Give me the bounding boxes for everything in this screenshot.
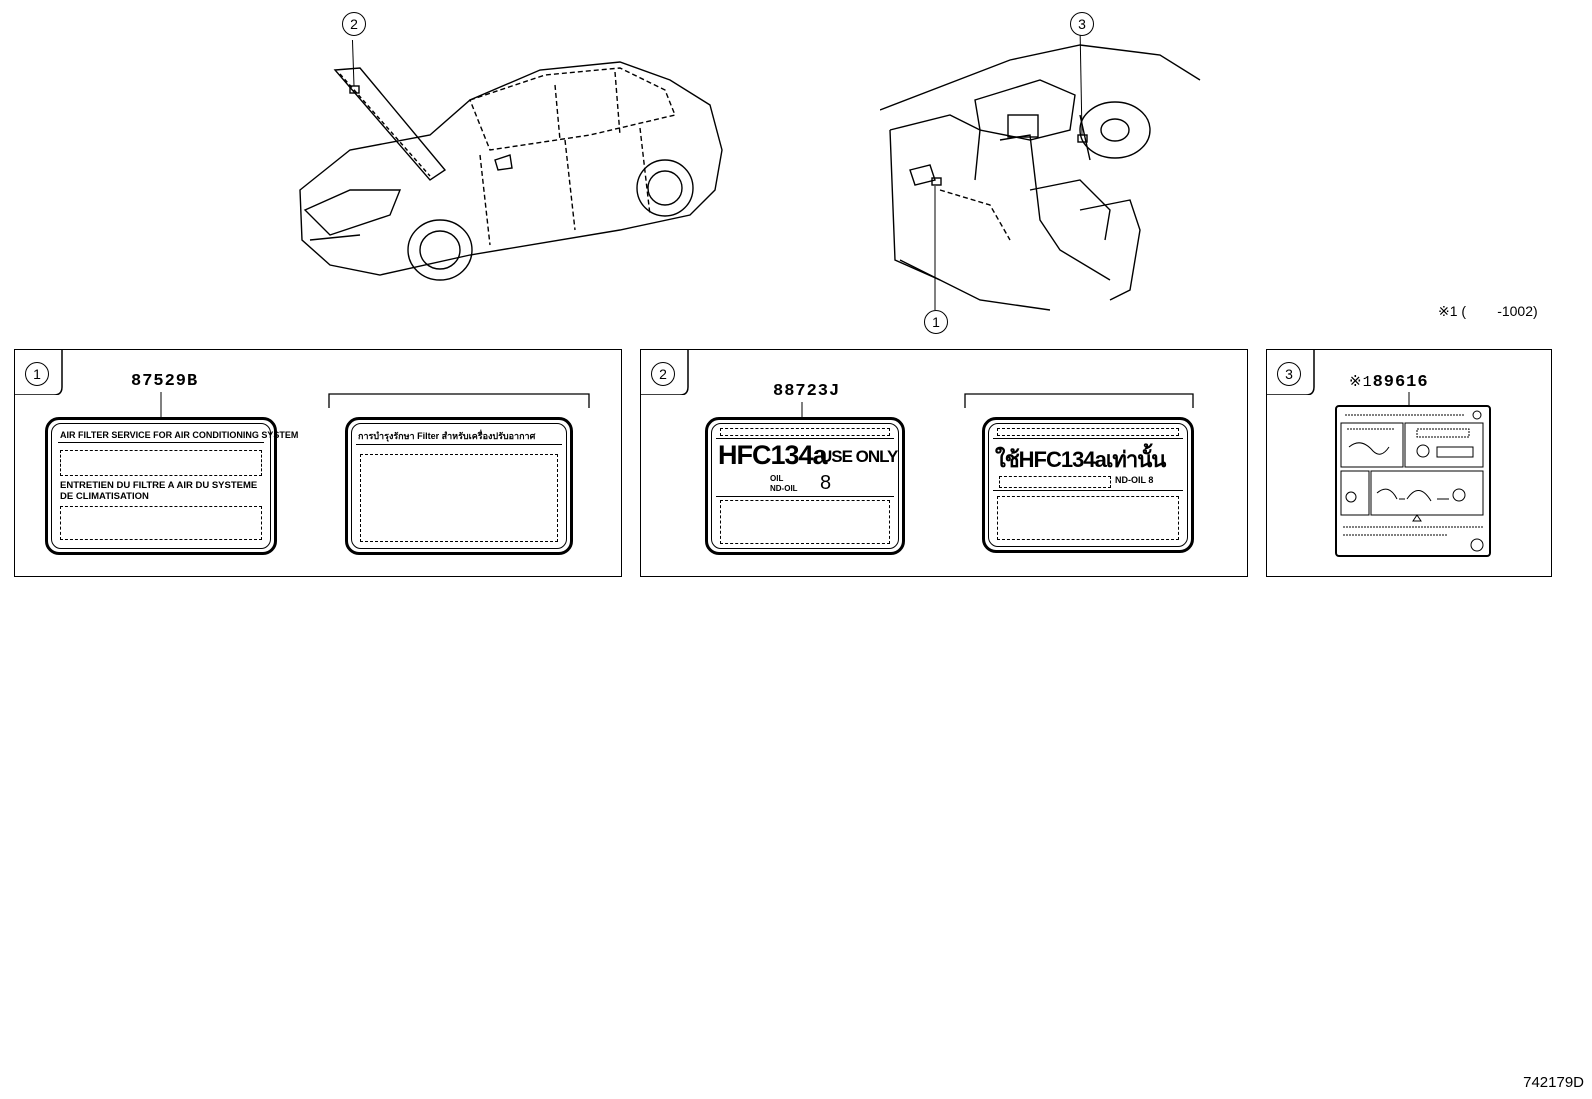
applicability-note: ※1 ( -1002) <box>1438 303 1538 320</box>
note-range: ( -1002) <box>1461 303 1538 319</box>
label-thai-title: การบำรุงรักษา Filter สำหรับเครื่องปรับอา… <box>358 431 536 441</box>
hfc-thai-main-text: ใช้HFC134aเท่านั้น <box>995 447 1166 472</box>
callout-3-interior: 3 <box>1070 12 1094 36</box>
figure-id: 742179D <box>1523 1074 1584 1091</box>
label-line-3: DE CLIMATISATION <box>60 491 149 502</box>
panel-number: 1 <box>25 362 49 386</box>
text-placeholder <box>720 428 890 436</box>
part-number: ※189616 <box>1349 372 1429 392</box>
nd-oil-thai: ND-OIL 8 <box>1115 475 1154 485</box>
oil-text: OIL <box>770 474 784 483</box>
bracket <box>964 393 1194 408</box>
hfc-main-text: HFC134a <box>718 440 828 470</box>
part-number: 87529B <box>131 372 199 391</box>
label-instruction <box>1335 405 1491 557</box>
bracket <box>328 393 590 408</box>
text-placeholder <box>360 454 558 542</box>
label-line-2: ENTRETIEN DU FILTRE A AIR DU SYSTEME <box>60 480 258 491</box>
label-line-1: AIR FILTER SERVICE FOR AIR CONDITIONING … <box>60 430 299 440</box>
text-placeholder <box>997 496 1179 540</box>
text-placeholder <box>997 428 1179 436</box>
label-english: AIR FILTER SERVICE FOR AIR CONDITIONING … <box>45 417 298 555</box>
note-mark: ※1 <box>1438 303 1458 319</box>
label-hfc-english: HFC134a USE ONLY OIL ND-OIL 8 <box>705 417 905 555</box>
leader-line <box>801 402 803 418</box>
applicability-mark: ※1 <box>1349 374 1373 391</box>
oil-number: 8 <box>820 472 832 494</box>
part-number-value: 89616 <box>1372 373 1429 392</box>
car-interior-illustration <box>880 25 1201 311</box>
instruction-graphics <box>1340 410 1484 552</box>
nd-oil-text: ND-OIL <box>770 484 798 493</box>
panel-number: 2 <box>651 362 675 386</box>
label-thai: การบำรุงรักษา Filter สำหรับเครื่องปรับอา… <box>345 417 573 555</box>
text-placeholder <box>60 450 262 476</box>
text-placeholder <box>720 500 890 544</box>
text-placeholder <box>999 476 1111 488</box>
callout-1-interior: 1 <box>924 310 948 334</box>
car-exterior-illustration <box>299 40 723 281</box>
callout-2-exterior: 2 <box>342 12 366 36</box>
label-hfc-thai: ใช้HFC134aเท่านั้น ND-OIL 8 <box>982 417 1194 553</box>
part-number: 88723J <box>773 382 841 401</box>
panel-3: 3 ※189616 <box>1266 349 1552 577</box>
panel-number: 3 <box>1277 362 1301 386</box>
leader-line <box>1408 392 1410 405</box>
panel-2: 2 88723J HFC134a USE ONLY OIL ND-OIL 8 ใ… <box>640 349 1248 577</box>
text-placeholder <box>60 506 262 540</box>
panel-1: 1 87529B AIR FILTER SERVICE FOR AIR COND… <box>14 349 622 577</box>
leader-line <box>160 392 162 418</box>
use-only-text: USE ONLY <box>820 447 898 466</box>
